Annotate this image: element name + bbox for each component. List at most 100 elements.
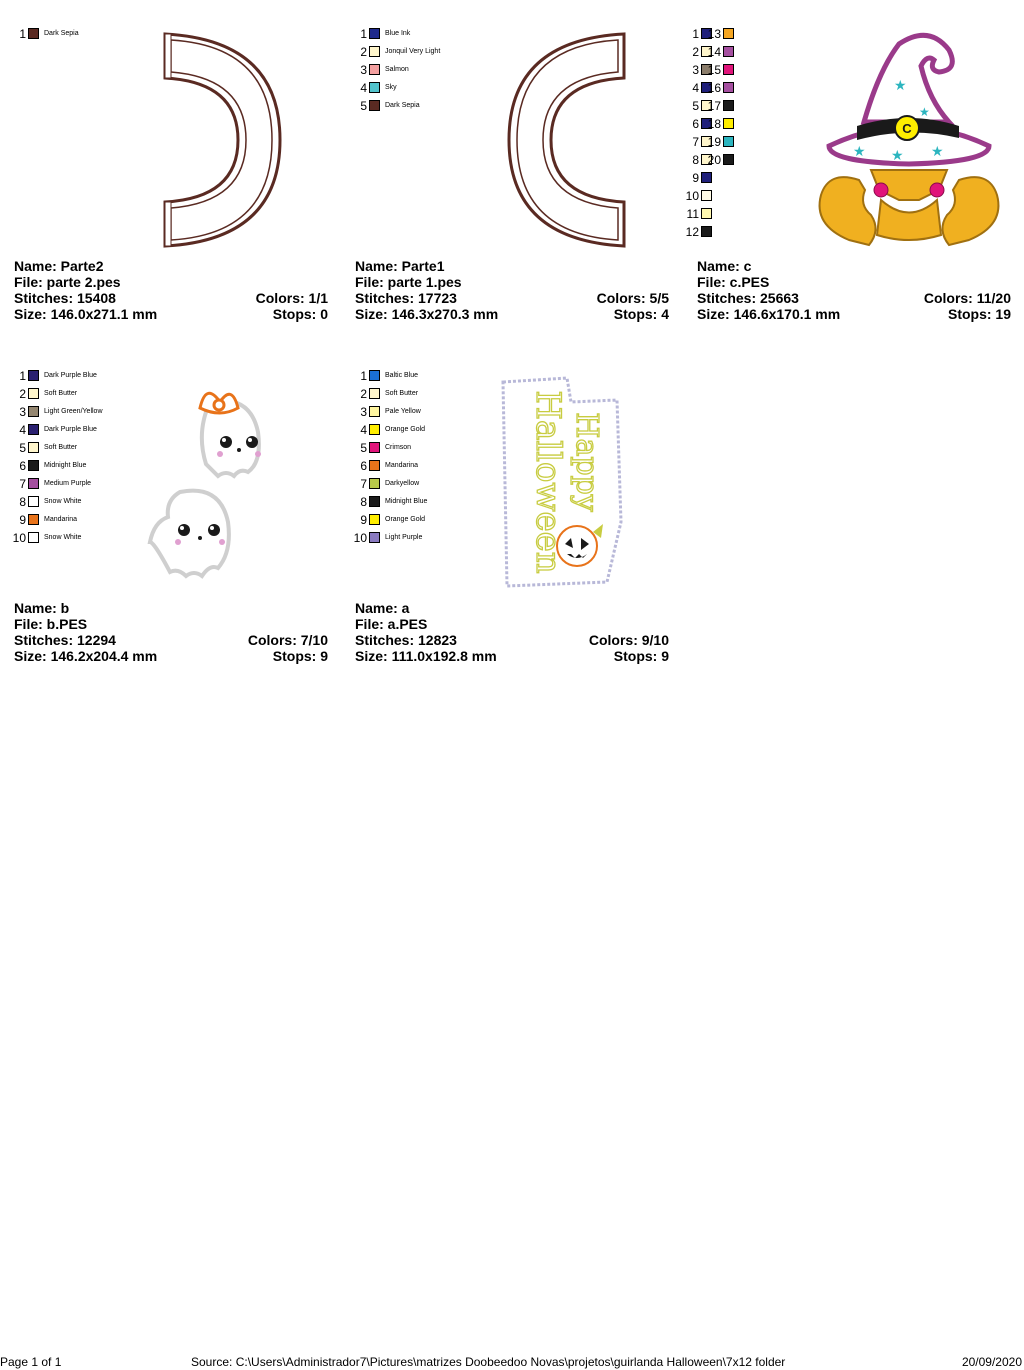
stop-count: Stops: 19 <box>947 306 1011 322</box>
color-name: Mandarina <box>385 462 419 469</box>
color-swatch <box>28 370 39 381</box>
color-swatch <box>701 136 712 147</box>
color-number: 1 <box>19 369 26 383</box>
color-number: 8 <box>19 495 26 509</box>
color-name: Midnight Blue <box>385 498 428 505</box>
svg-text:★: ★ <box>891 147 904 163</box>
color-legend: 1 Dark Sepia <box>8 28 138 46</box>
color-swatch <box>369 424 380 435</box>
color-swatch <box>369 370 380 381</box>
color-row: 11 <box>687 208 751 226</box>
color-row: 7 <box>691 136 751 154</box>
color-name: Snow White <box>44 534 82 541</box>
color-row: 1 <box>691 28 751 46</box>
color-row: 16 <box>708 82 773 100</box>
color-swatch <box>369 46 380 57</box>
design-file: File: parte 2.pes <box>14 274 121 290</box>
color-column-2: 13 14 15 16 17 18 19 20 <box>708 28 773 172</box>
color-swatch <box>28 514 39 525</box>
color-swatch <box>28 424 39 435</box>
color-column-1: 1 2 3 4 5 6 7 8 9 10 11 12 <box>686 28 751 244</box>
color-name: Light Green/Yellow <box>44 408 103 415</box>
color-number: 19 <box>707 135 721 149</box>
color-number: 1 <box>360 27 367 41</box>
color-name: Darkyellow <box>385 480 420 487</box>
color-number: 3 <box>692 63 699 77</box>
color-number: 13 <box>707 27 721 41</box>
happy-text: Happy <box>569 412 604 511</box>
color-number: 5 <box>360 441 367 455</box>
color-number: 20 <box>707 153 721 167</box>
color-number: 9 <box>692 171 699 185</box>
color-number: 10 <box>12 531 26 545</box>
color-swatch <box>723 64 734 75</box>
color-row: 19 <box>708 136 773 154</box>
witch-hat-artwork: C ★ ★ ★ ★ ★ <box>818 32 1000 247</box>
color-number: 1 <box>19 27 26 41</box>
color-swatch <box>723 28 734 39</box>
color-row: 20 <box>708 154 773 172</box>
color-number: 3 <box>19 405 26 419</box>
happy-halloween-artwork: Halloween Happy <box>501 376 623 588</box>
color-swatch <box>28 496 39 507</box>
color-number: 1 <box>692 27 699 41</box>
color-count: Colors: 9/10 <box>588 632 669 648</box>
stop-count: Stops: 9 <box>272 648 328 664</box>
color-swatch <box>723 118 734 129</box>
color-swatch <box>28 406 39 417</box>
color-name: Soft Butter <box>44 444 78 451</box>
design-size: Size: 146.6x170.1 mm <box>697 306 841 322</box>
color-swatch <box>701 208 712 219</box>
color-number: 8 <box>692 153 699 167</box>
page-number: Page 1 of 1 <box>0 1355 62 1369</box>
design-file: File: a.PES <box>355 616 428 632</box>
design-name: Name: Parte1 <box>355 258 445 274</box>
svg-text:★: ★ <box>931 143 944 159</box>
color-number: 14 <box>707 45 721 59</box>
design-size: Size: 146.3x270.3 mm <box>355 306 499 322</box>
design-info: Name: Parte2 File: parte 2.pes Stitches:… <box>14 258 328 322</box>
color-number: 5 <box>692 99 699 113</box>
color-name: Dark Sepia <box>385 102 420 109</box>
color-number: 8 <box>360 495 367 509</box>
design-info: Name: Parte1 File: parte 1.pes Stitches:… <box>355 258 669 322</box>
svg-text:★: ★ <box>919 105 930 119</box>
stitch-count: Stitches: 12823 <box>355 632 457 648</box>
color-number: 4 <box>692 81 699 95</box>
hat-letter: C <box>902 121 912 136</box>
color-swatch <box>701 172 712 183</box>
color-row: 12 <box>686 226 751 244</box>
color-number: 6 <box>692 117 699 131</box>
color-number: 3 <box>360 405 367 419</box>
stitch-count: Stitches: 25663 <box>697 290 799 306</box>
color-count: Colors: 5/5 <box>596 290 669 306</box>
design-card-c: 1 2 3 4 5 6 7 8 9 10 11 12 13 14 15 16 1… <box>686 24 1011 344</box>
color-swatch <box>369 64 380 75</box>
color-number: 17 <box>707 99 721 113</box>
color-name: Blue Ink <box>385 30 411 37</box>
color-row: 10 Snow White <box>8 532 138 550</box>
color-row: 8 <box>691 154 751 172</box>
color-number: 9 <box>360 513 367 527</box>
color-swatch <box>701 28 712 39</box>
stitch-count: Stitches: 17723 <box>355 290 457 306</box>
color-number: 10 <box>685 189 699 203</box>
color-name: Sky <box>385 84 397 91</box>
color-swatch <box>723 136 734 147</box>
color-swatch <box>701 100 712 111</box>
design-file: File: c.PES <box>697 274 770 290</box>
